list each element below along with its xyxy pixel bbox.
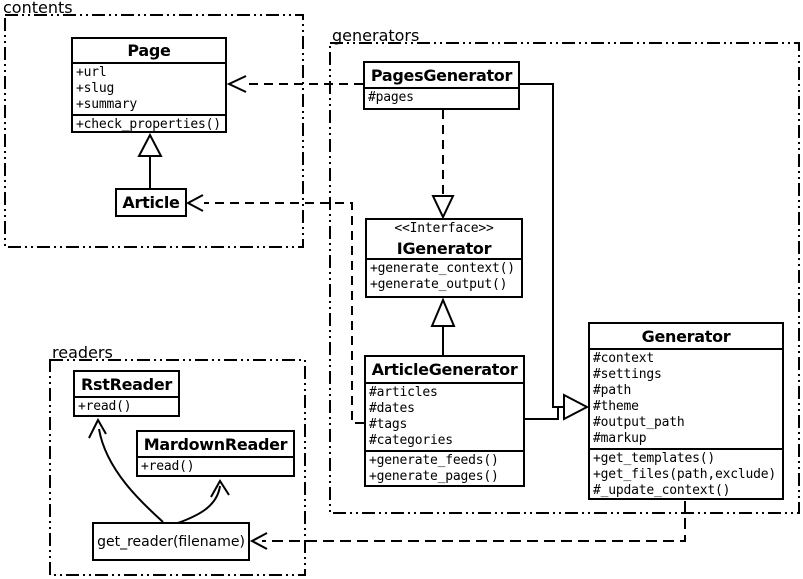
class-page-attributes: +url +slug +summary bbox=[73, 62, 225, 114]
method: +generate_pages() bbox=[369, 469, 499, 484]
class-page-title: Page bbox=[127, 41, 171, 60]
package-contents-border bbox=[4, 14, 304, 248]
method: +generate_feeds() bbox=[369, 453, 499, 468]
package-contents-label: contents bbox=[3, 0, 73, 17]
method: +generate_output() bbox=[370, 277, 508, 292]
attribute: #settings bbox=[593, 367, 662, 382]
class-articlegenerator-title: ArticleGenerator bbox=[371, 360, 518, 379]
class-generator: Generator #context #settings #path #them… bbox=[588, 322, 784, 500]
class-page-methods: +check_properties() bbox=[73, 114, 225, 134]
class-igenerator-methods: +generate_context() +generate_output() bbox=[367, 258, 521, 294]
class-generator-methods: +get_templates() +get_files(path,exclude… bbox=[590, 448, 782, 500]
class-igenerator-title: IGenerator bbox=[396, 238, 492, 258]
class-generator-attributes: #context #settings #path #theme #output_… bbox=[590, 348, 782, 448]
attribute: #categories bbox=[369, 433, 453, 448]
method: #_update_context() bbox=[593, 483, 731, 498]
class-rstreader-methods: +read() bbox=[75, 396, 178, 416]
attribute: #articles bbox=[369, 385, 438, 400]
class-igenerator-stereotype: <<Interface>> bbox=[394, 221, 494, 236]
class-article: Article bbox=[115, 188, 187, 217]
method: +check_properties() bbox=[76, 117, 221, 132]
class-generator-title: Generator bbox=[641, 326, 731, 346]
attribute: #tags bbox=[369, 417, 408, 432]
class-article-title: Article bbox=[122, 193, 180, 212]
dependency-generator-to-getreader bbox=[249, 501, 686, 550]
class-igenerator: <<Interface>> IGenerator +generate_conte… bbox=[365, 218, 523, 298]
arrow-getreader-to-mardownreader bbox=[177, 479, 230, 524]
generalization-article-to-page bbox=[137, 132, 163, 188]
attribute: #theme bbox=[593, 399, 639, 414]
method: +read() bbox=[141, 459, 195, 474]
class-rstreader: RstReader +read() bbox=[73, 370, 180, 417]
attribute: #output_path bbox=[593, 415, 685, 430]
arrow-getreader-to-rstreader bbox=[88, 417, 164, 523]
class-mardownreader-title: MardownReader bbox=[143, 434, 288, 454]
package-generators-border bbox=[329, 42, 800, 514]
method: +read() bbox=[78, 399, 132, 414]
class-pagesgenerator: PagesGenerator #pages bbox=[363, 61, 520, 110]
generalization-generators-to-generator bbox=[519, 83, 590, 421]
realization-pagesgenerator-to-igenerator bbox=[431, 110, 455, 220]
class-pagesgenerator-attributes: #pages bbox=[365, 87, 518, 107]
dependency-pagesgenerator-to-page bbox=[226, 75, 363, 93]
class-mardownreader: MardownReader +read() bbox=[136, 430, 295, 477]
attribute: +slug bbox=[76, 81, 115, 96]
class-articlegenerator-attributes: #articles #dates #tags #categories bbox=[366, 382, 523, 450]
function-get-reader: get_reader(filename) bbox=[92, 522, 250, 561]
package-readers-border bbox=[49, 359, 306, 576]
attribute: #dates bbox=[369, 401, 415, 416]
attribute: #pages bbox=[368, 90, 414, 105]
attribute: #path bbox=[593, 383, 632, 398]
attribute: +summary bbox=[76, 97, 138, 112]
class-articlegenerator: ArticleGenerator #articles #dates #tags … bbox=[364, 355, 525, 487]
dependency-articlegenerator-to-article bbox=[185, 194, 364, 424]
attribute: +url bbox=[76, 65, 107, 80]
method: +generate_context() bbox=[370, 261, 515, 276]
method: +get_templates() bbox=[593, 451, 716, 466]
class-page: Page +url +slug +summary +check_properti… bbox=[71, 37, 227, 133]
package-generators-label: generators bbox=[332, 26, 420, 45]
class-articlegenerator-methods: +generate_feeds() +generate_pages() bbox=[366, 450, 523, 486]
class-pagesgenerator-title: PagesGenerator bbox=[370, 65, 513, 85]
class-mardownreader-methods: +read() bbox=[138, 456, 293, 476]
method: +get_files(path,exclude) bbox=[593, 467, 777, 482]
generalization-articlegenerator-to-igenerator bbox=[430, 297, 456, 355]
class-rstreader-title: RstReader bbox=[81, 374, 172, 394]
package-readers-label: readers bbox=[52, 343, 113, 362]
attribute: #context bbox=[593, 351, 655, 366]
attribute: #markup bbox=[593, 431, 647, 446]
